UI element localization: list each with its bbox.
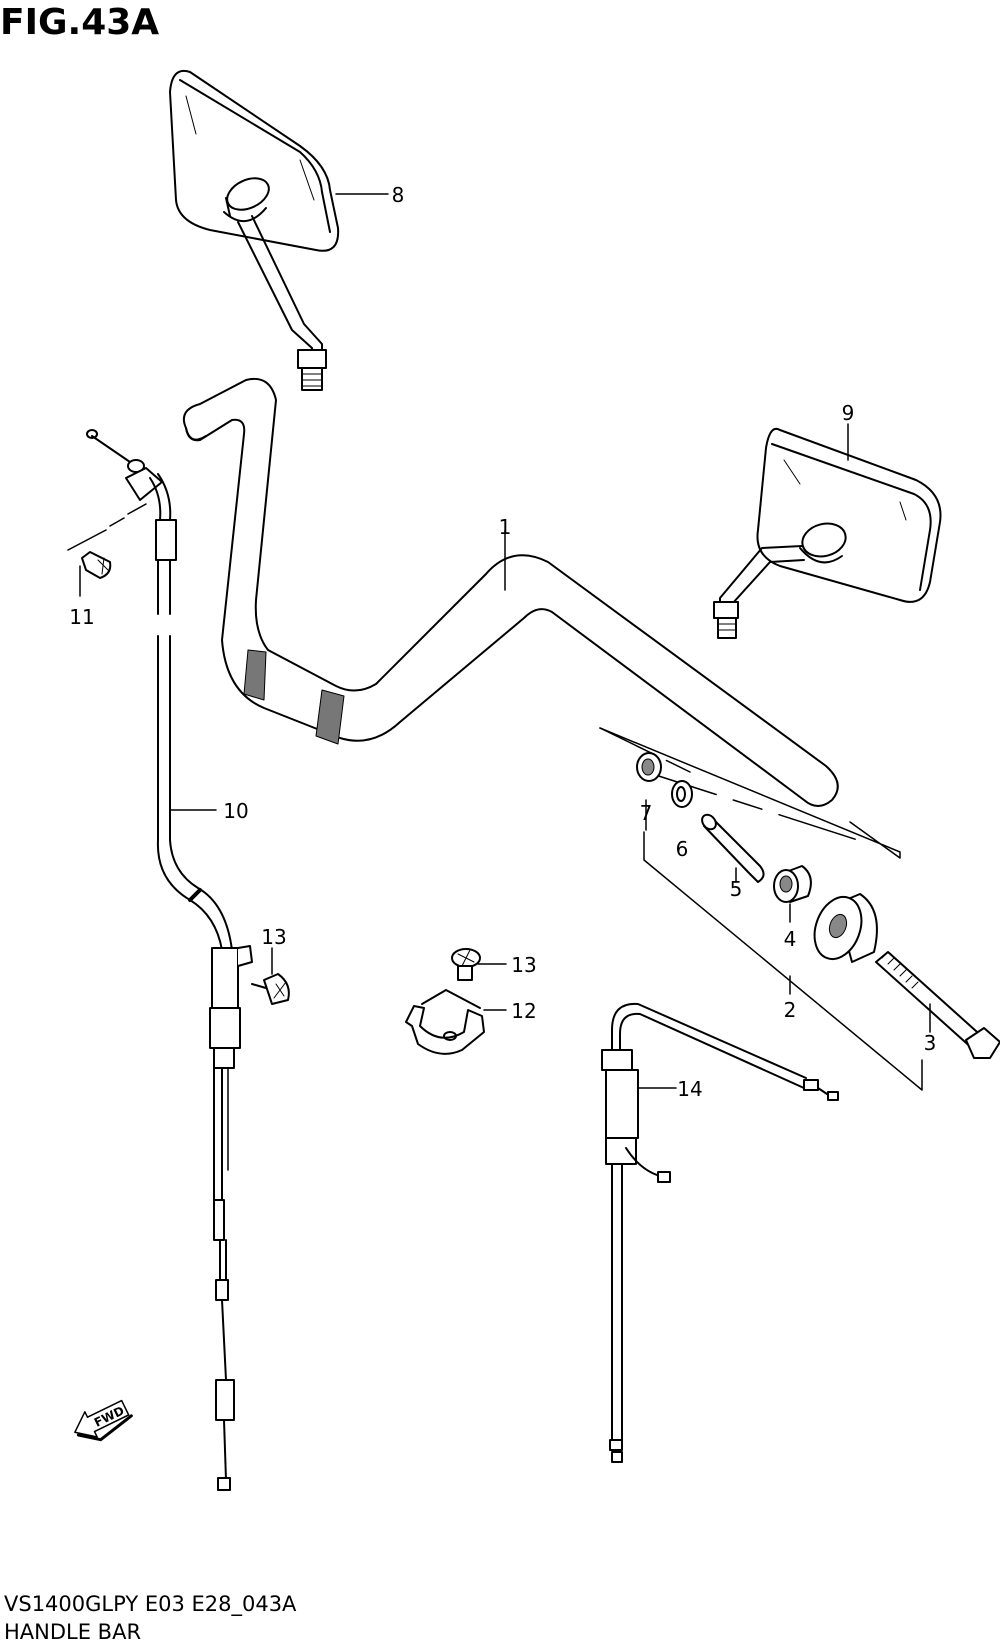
callout-5: 5: [730, 877, 743, 901]
cable-clamp-part[interactable]: [405, 989, 485, 1055]
group-bracket: [643, 831, 923, 1091]
grip-weight-part[interactable]: [806, 890, 878, 965]
callout-13-center: 13: [511, 953, 536, 977]
callout-14: 14: [677, 1077, 702, 1101]
screw-11-part[interactable]: [81, 429, 145, 579]
mirror-left-part[interactable]: [713, 427, 942, 639]
callout-12: 12: [511, 999, 536, 1023]
callout-10: 10: [223, 799, 248, 823]
bolt-part[interactable]: [875, 951, 1000, 1059]
callout-13-left: 13: [261, 925, 286, 949]
footer-model-code: VS1400GLPY E03 E28_043A: [4, 1592, 297, 1616]
callout-8: 8: [392, 183, 405, 207]
nut-part[interactable]: [636, 752, 662, 782]
washer-part[interactable]: [671, 780, 693, 808]
screw-13-center-part[interactable]: [451, 948, 481, 981]
fwd-arrow-icon: FWD: [74, 1399, 133, 1442]
callout-11: 11: [69, 605, 94, 629]
callout-7: 7: [640, 801, 653, 825]
callout-1: 1: [499, 515, 512, 539]
footer-section-name: HANDLE BAR: [4, 1620, 142, 1644]
screw-13-left-part[interactable]: [251, 973, 290, 1005]
handlebar-part[interactable]: [182, 378, 839, 807]
callout-6: 6: [676, 837, 689, 861]
throttle-cable-part[interactable]: [125, 467, 253, 1491]
grip-end-rubber-part[interactable]: [773, 865, 812, 903]
callout-9: 9: [842, 401, 855, 425]
callout-4: 4: [784, 927, 797, 951]
leader-lines: [335, 193, 931, 1033]
pin-part[interactable]: [699, 812, 765, 883]
callout-labels: 1 2 3 4 5 6 7 8 9 10 11 12 13 13 14: [69, 183, 936, 1101]
figure-title: FIG.43A: [0, 2, 160, 43]
clutch-cable-part[interactable]: [601, 1002, 839, 1463]
callout-3: 3: [924, 1031, 937, 1055]
callout-2: 2: [784, 998, 797, 1022]
guide-line: [67, 503, 147, 551]
mirror-right-part[interactable]: [169, 70, 340, 391]
